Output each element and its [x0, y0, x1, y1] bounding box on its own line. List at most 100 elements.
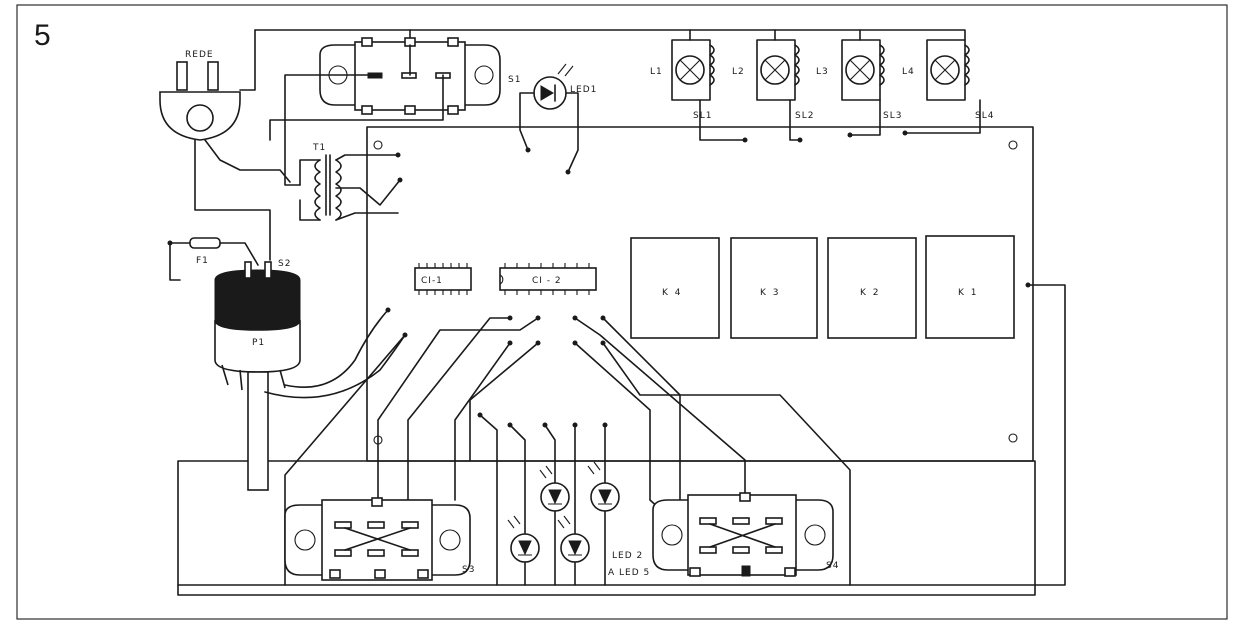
wire — [407, 317, 511, 501]
s4-label: S4 — [826, 561, 839, 571]
ci1-pins — [418, 263, 468, 295]
s4-terminal — [765, 517, 783, 525]
plug-cable-hole — [186, 104, 214, 132]
wire — [565, 92, 579, 173]
s4-terminal — [765, 546, 783, 554]
ci2-label: CI - 2 — [532, 276, 562, 286]
lamp-cross — [934, 59, 956, 81]
lamp-cross — [764, 59, 786, 81]
board-hole — [1008, 140, 1018, 150]
s3-terminal — [401, 521, 419, 529]
wire — [169, 242, 181, 281]
junction — [385, 307, 391, 313]
led-arrows — [507, 515, 532, 556]
wire — [519, 92, 535, 151]
s2-label: S2 — [278, 259, 291, 269]
coil-icon — [794, 44, 800, 86]
s4-tab — [689, 567, 701, 577]
wire — [194, 139, 271, 261]
s3-tab — [371, 497, 383, 507]
wire — [264, 334, 406, 399]
lamp-label: L1 — [650, 67, 663, 77]
p1-lugs — [221, 364, 286, 393]
junction — [602, 422, 608, 428]
led-arrows — [587, 461, 612, 505]
led-diode-icon — [518, 540, 532, 556]
s1-switch: S1 — [269, 37, 521, 186]
led1-diode-icon — [540, 85, 554, 101]
wire — [849, 99, 881, 136]
led1-light-arrows — [557, 63, 574, 77]
wire — [574, 317, 746, 501]
mains-plug: REDE — [159, 50, 291, 261]
p1-shaft — [247, 371, 269, 491]
coil-icon — [964, 44, 970, 86]
s4-mount-hole — [661, 524, 683, 546]
lamp-group-2: L2 SL2 — [732, 39, 814, 143]
ic-ci1: CI-1 — [414, 263, 472, 295]
s1-tab — [361, 37, 373, 47]
wire — [284, 309, 389, 388]
f1-label: F1 — [196, 256, 209, 266]
s3-tab — [329, 569, 341, 579]
s4-terminal — [732, 517, 750, 525]
s3-switch: S3 — [284, 497, 475, 581]
lamp-group-4: L4 SL4 — [902, 39, 993, 136]
s3-terminal — [401, 549, 419, 557]
junction — [797, 137, 803, 143]
led5-label: A LED 5 — [608, 568, 650, 578]
junction — [167, 240, 173, 246]
lamp-label: L4 — [902, 67, 915, 77]
potentiometer-p1: P1 — [214, 261, 408, 491]
s1-label: S1 — [508, 75, 521, 85]
lamp-loop — [756, 39, 796, 101]
wire — [699, 99, 746, 141]
junction — [395, 152, 401, 158]
mains-bus — [254, 29, 966, 41]
relay-k2-label: K 2 — [860, 288, 881, 298]
s3-mount-hole — [439, 529, 461, 551]
wire — [689, 29, 861, 41]
s4-tab — [739, 492, 751, 502]
s1-terminal — [401, 72, 417, 79]
wire — [335, 212, 399, 221]
p1-label: P1 — [252, 338, 265, 348]
fuse-f1: F1 — [167, 237, 259, 281]
s4-switch: S4 — [652, 492, 839, 577]
s2-terminal — [244, 261, 252, 279]
relay-k2 — [827, 237, 917, 339]
coil-icon — [879, 44, 885, 86]
s1-mount-hole — [474, 65, 494, 85]
relay-k1 — [925, 235, 1015, 339]
led1: LED1 — [519, 63, 596, 175]
junction — [742, 137, 748, 143]
s3-tab — [417, 569, 429, 579]
relays: K 4 K 3 K 2 K 1 — [177, 235, 1066, 586]
s3-terminal — [367, 549, 385, 557]
figure-frame — [16, 4, 1228, 620]
s1-tab — [404, 105, 416, 115]
rede-label: REDE — [185, 50, 214, 60]
relay-k4-label: K 4 — [662, 288, 683, 298]
lamp-cross — [849, 59, 871, 81]
s3-tab — [374, 569, 386, 579]
junction — [477, 412, 483, 418]
board-hole — [1008, 433, 1018, 443]
junction — [565, 169, 571, 175]
lamp-label: L3 — [816, 67, 829, 77]
s4-crossover — [709, 523, 776, 548]
s3-label: S3 — [462, 565, 475, 575]
wire — [335, 179, 401, 206]
led-diode-icon — [548, 489, 562, 505]
figure-number: 5 — [34, 19, 51, 52]
junction — [902, 130, 908, 136]
primary-winding — [314, 159, 321, 221]
relay-k3 — [730, 237, 818, 339]
relay-k4 — [630, 237, 720, 339]
led-diode-icon — [568, 540, 582, 556]
wire — [239, 29, 256, 91]
s3-mount-hole — [294, 529, 316, 551]
coil-label: SL2 — [795, 111, 814, 121]
lamp-cross — [679, 59, 701, 81]
